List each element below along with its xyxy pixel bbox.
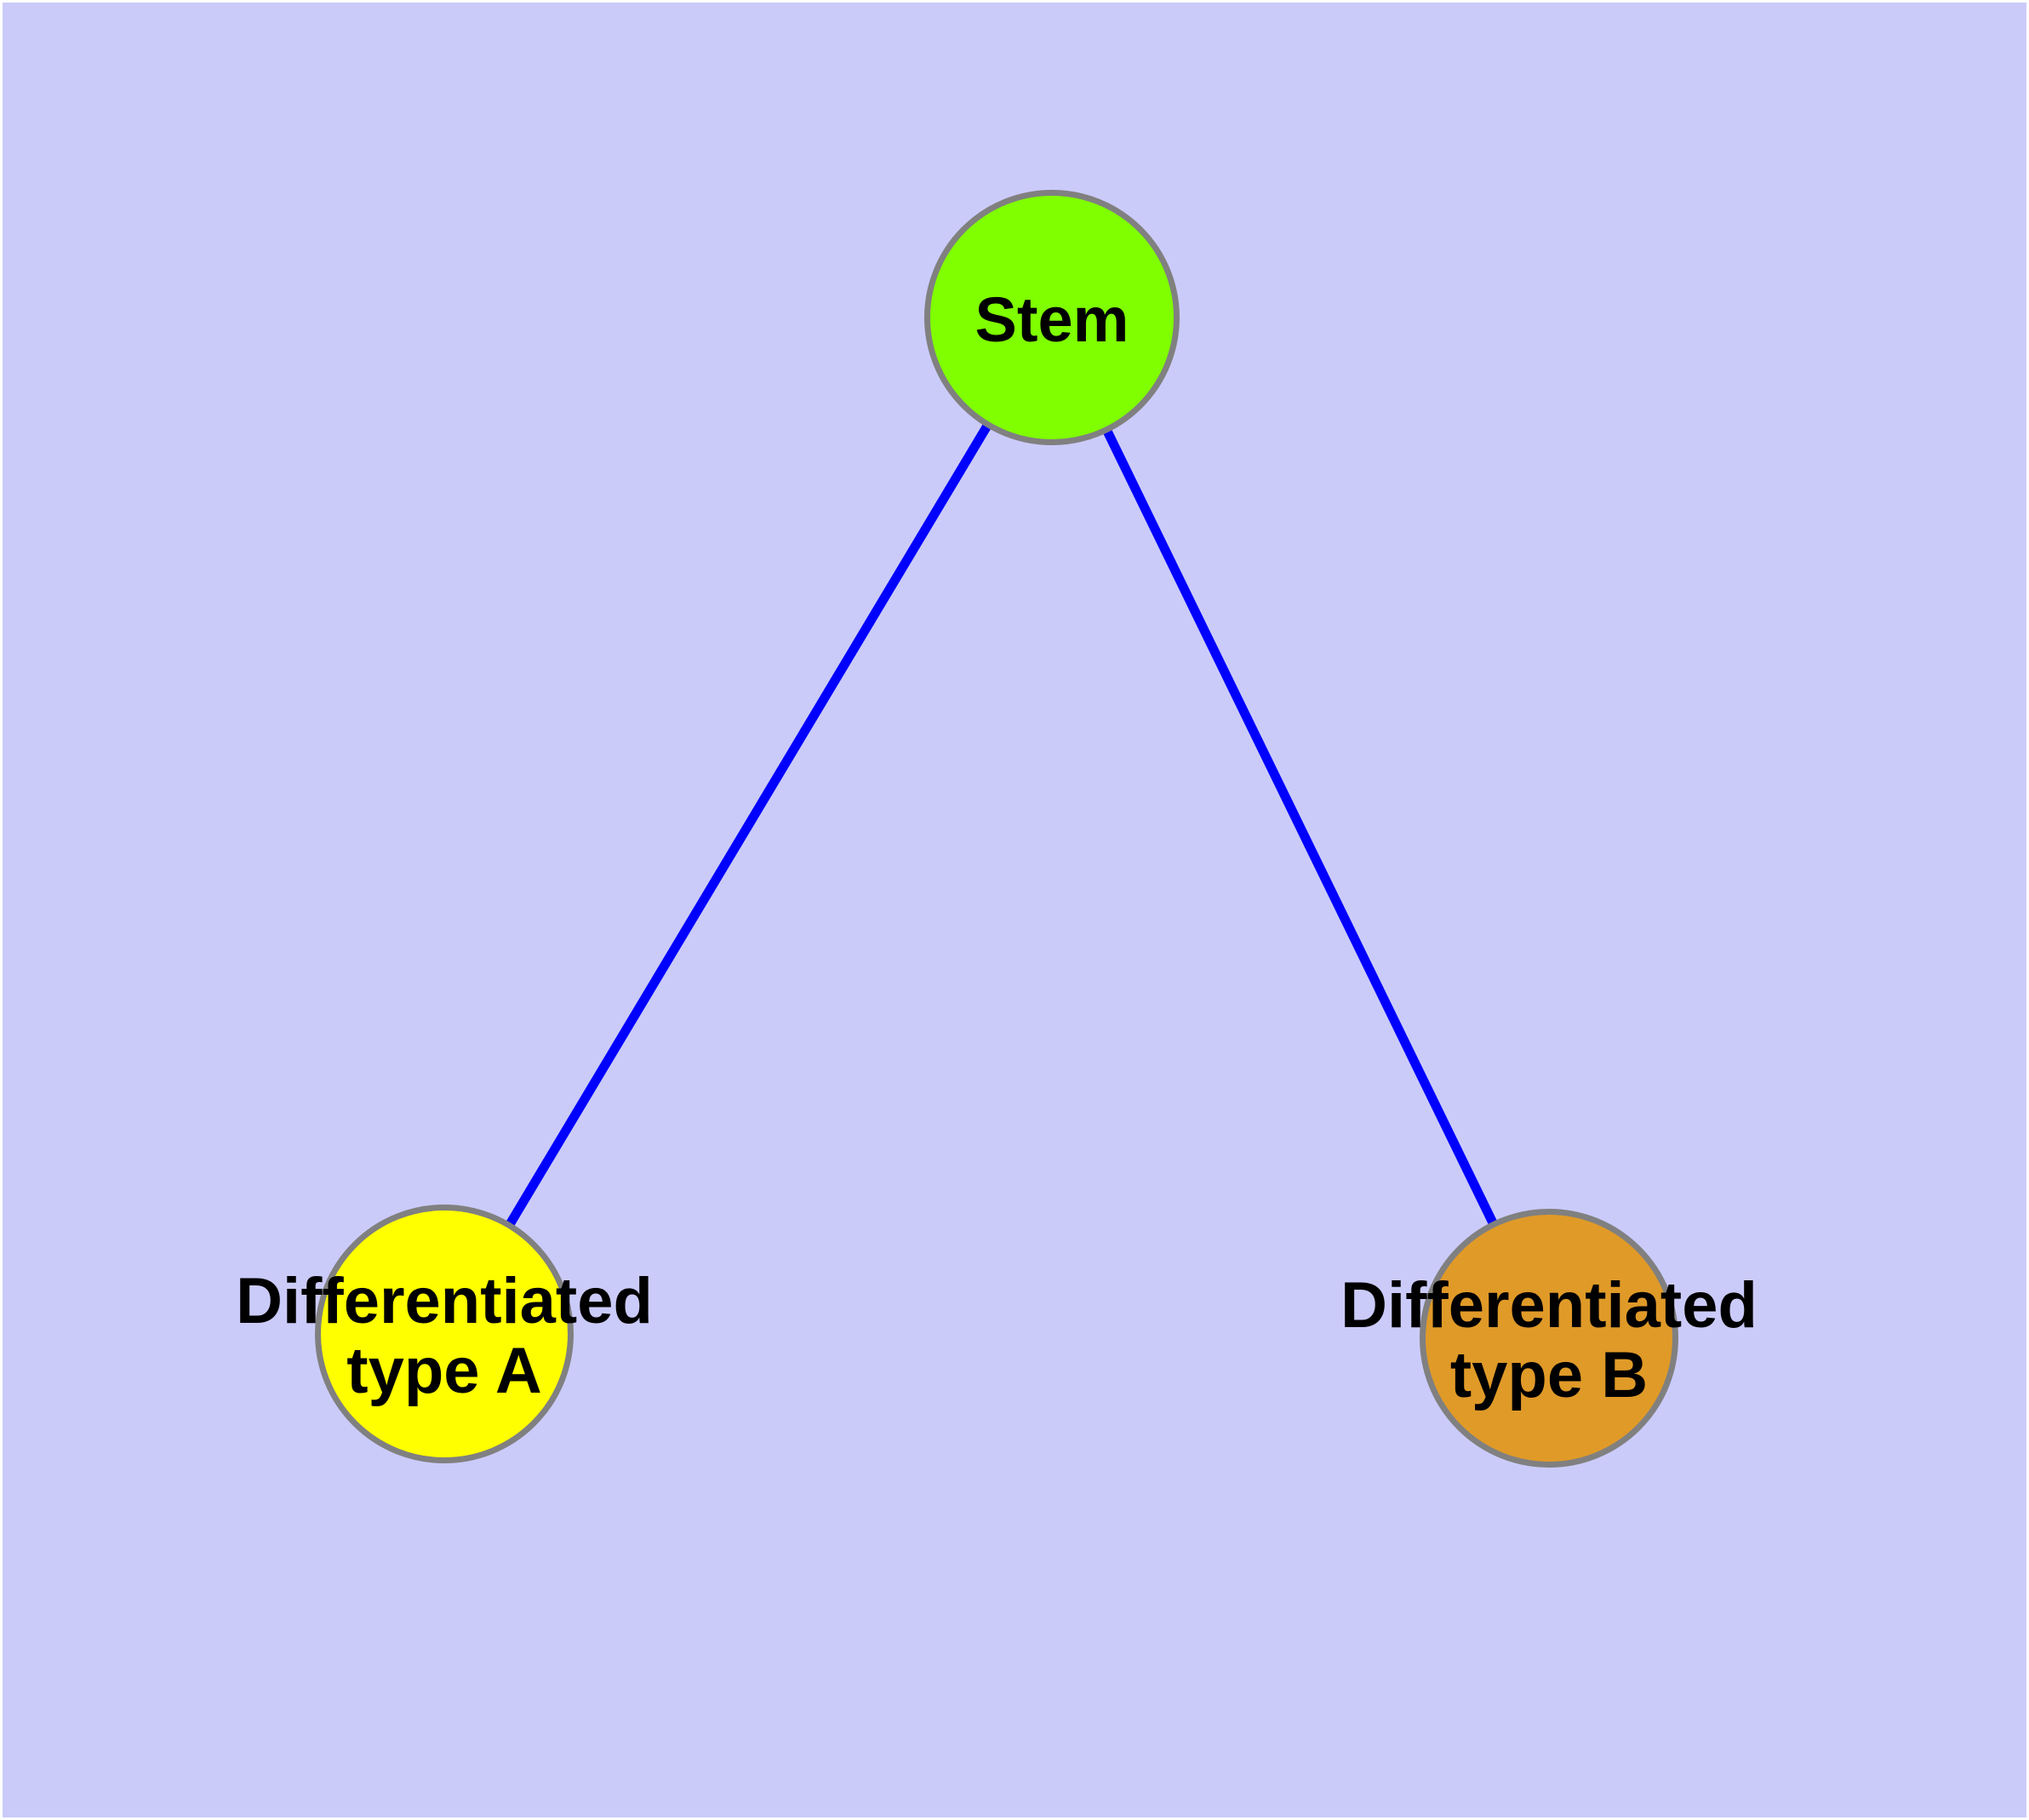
- edge-stem-to-differentiated-type-a: [440, 315, 1056, 1336]
- node-differentiated-type-b[interactable]: [1420, 1209, 1678, 1468]
- edge-stem-to-differentiated-type-b: [1048, 315, 1553, 1341]
- node-differentiated-type-a[interactable]: [315, 1205, 574, 1463]
- edge-layer: [440, 315, 1553, 1341]
- node-layer: [315, 190, 1678, 1468]
- node-stem[interactable]: [924, 190, 1180, 445]
